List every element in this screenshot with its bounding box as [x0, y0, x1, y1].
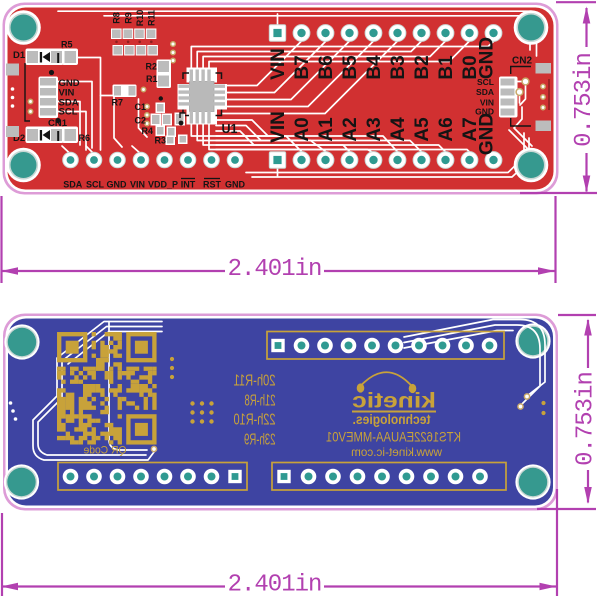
- svg-text:C2: C2: [135, 116, 147, 126]
- svg-text:KTS1622EAUAA-MMEV01: KTS1622EAUAA-MMEV01: [326, 429, 461, 445]
- svg-text:VIN: VIN: [268, 48, 289, 80]
- svg-text:R7: R7: [112, 98, 124, 108]
- svg-text:www.kinet-ic.com: www.kinet-ic.com: [351, 445, 443, 459]
- svg-text:R9: R9: [123, 12, 133, 24]
- svg-text:B3: B3: [388, 55, 409, 79]
- svg-text:VDD_P: VDD_P: [148, 180, 178, 190]
- svg-text:R4: R4: [142, 126, 154, 136]
- svg-text:A6: A6: [436, 117, 457, 141]
- svg-text:R10: R10: [135, 10, 145, 27]
- svg-text:SCL: SCL: [86, 180, 105, 190]
- svg-text:A3: A3: [364, 117, 385, 141]
- svg-text:R2: R2: [146, 62, 158, 72]
- svg-text:B2: B2: [412, 55, 433, 79]
- svg-text:B4: B4: [364, 55, 385, 80]
- svg-text:B5: B5: [340, 55, 361, 80]
- svg-text:GND: GND: [225, 180, 246, 190]
- svg-text:GND: GND: [59, 78, 80, 89]
- svg-text:2.401in: 2.401in: [228, 256, 322, 283]
- svg-text:A4: A4: [388, 117, 409, 142]
- svg-text:VIN: VIN: [130, 180, 145, 190]
- svg-text:B6: B6: [316, 55, 337, 79]
- svg-text:INT: INT: [181, 180, 196, 190]
- svg-text:D2: D2: [13, 133, 25, 144]
- svg-text:R1: R1: [146, 74, 158, 84]
- svg-text:C1: C1: [135, 102, 147, 112]
- svg-text:CN1: CN1: [48, 118, 68, 129]
- svg-text:SDA: SDA: [59, 98, 79, 109]
- svg-text:22h-R10: 22h-R10: [233, 412, 275, 429]
- svg-text:B7: B7: [292, 55, 313, 79]
- svg-text:D1: D1: [13, 50, 26, 61]
- svg-text:SDA: SDA: [476, 87, 494, 97]
- svg-text:GND: GND: [477, 37, 498, 79]
- svg-text:2.401in: 2.401in: [228, 572, 322, 599]
- svg-text:21h-R8: 21h-R8: [244, 393, 275, 410]
- svg-text:RST: RST: [203, 180, 222, 190]
- svg-text:23h-R9: 23h-R9: [244, 432, 276, 449]
- svg-text:technologies.: technologies.: [353, 412, 431, 427]
- svg-text:R8: R8: [112, 12, 122, 24]
- svg-text:R5: R5: [61, 40, 73, 50]
- svg-text:A2: A2: [340, 117, 361, 141]
- svg-text:SCL: SCL: [477, 77, 494, 87]
- svg-text:A7: A7: [460, 117, 481, 141]
- svg-text:R6: R6: [79, 133, 91, 143]
- svg-text:A0: A0: [292, 117, 313, 141]
- svg-text:VIN: VIN: [59, 88, 75, 99]
- svg-text:B0: B0: [460, 55, 481, 79]
- svg-text:GND: GND: [107, 180, 128, 190]
- svg-text:CN2: CN2: [512, 56, 532, 67]
- svg-text:R3: R3: [155, 136, 167, 146]
- svg-text:VIN: VIN: [268, 111, 289, 143]
- svg-text:SDA: SDA: [63, 180, 83, 190]
- svg-text:R11: R11: [147, 10, 157, 26]
- svg-text:VIN: VIN: [480, 98, 494, 108]
- svg-text:A5: A5: [412, 117, 433, 142]
- svg-text:0.753in: 0.753in: [571, 53, 598, 147]
- svg-text:0.753in: 0.753in: [573, 372, 600, 466]
- svg-text:U1: U1: [222, 122, 238, 136]
- svg-text:QR Code: QR Code: [84, 445, 127, 457]
- svg-text:kinetic: kinetic: [352, 390, 436, 413]
- svg-text:GND: GND: [475, 107, 494, 117]
- svg-text:20h-R11: 20h-R11: [233, 373, 275, 390]
- svg-text:B1: B1: [436, 55, 457, 80]
- svg-text:SCL: SCL: [59, 107, 78, 118]
- svg-text:A1: A1: [316, 117, 337, 142]
- svg-text:GND: GND: [477, 113, 498, 155]
